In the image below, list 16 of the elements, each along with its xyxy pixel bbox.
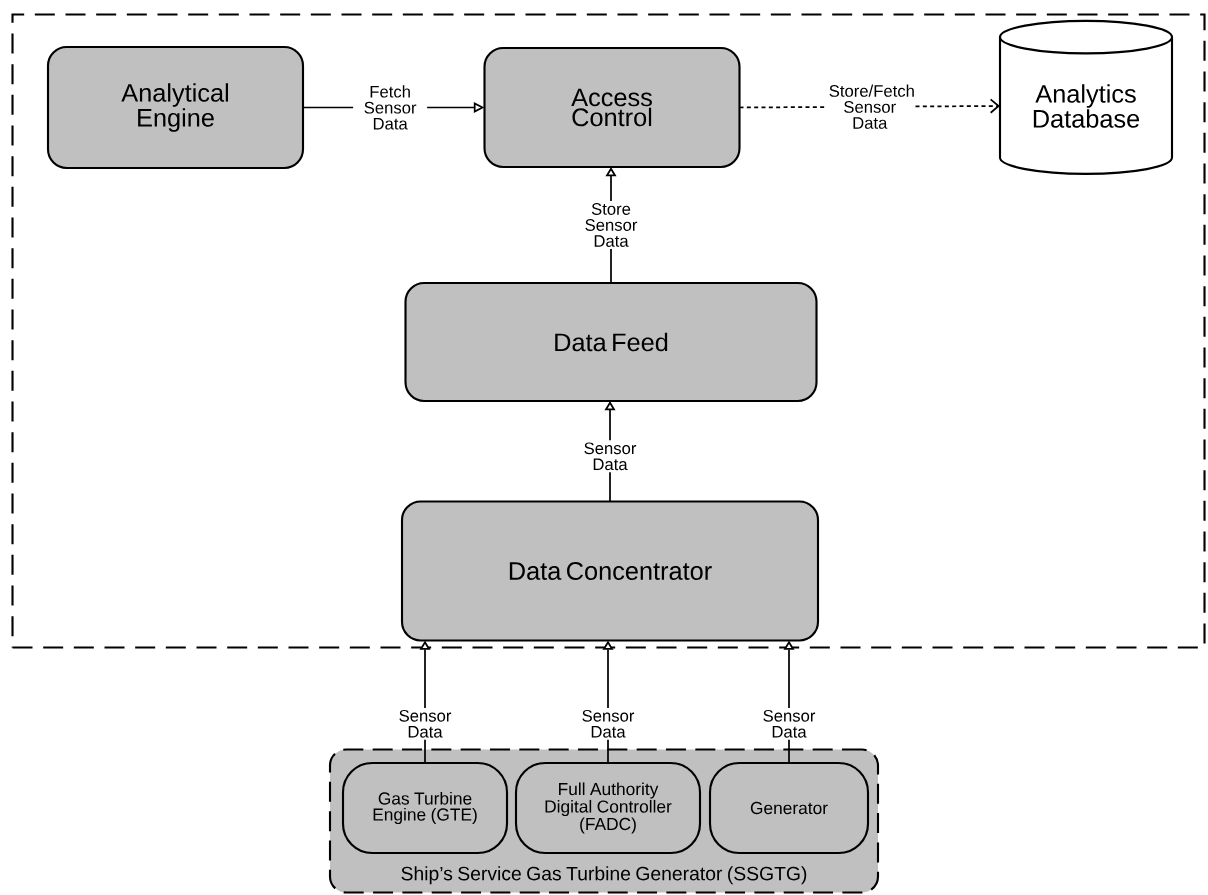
edge-label: Sensor Data xyxy=(573,440,647,473)
edge-label: Sensor Data xyxy=(388,707,462,740)
process-box: Access Control xyxy=(483,46,741,169)
process-box: Data Feed xyxy=(404,281,818,403)
process-box: Data Concentrator xyxy=(400,500,820,642)
edge-label: Store/Fetch Sensor Data xyxy=(826,82,914,131)
process-box: Analytical Engine xyxy=(46,45,305,170)
database-cylinder: Analytics Database xyxy=(998,19,1174,175)
edge-label: Sensor Data xyxy=(571,707,645,740)
edge-label: Store Sensor Data xyxy=(574,201,648,249)
dashed-boundary xyxy=(11,13,1206,649)
edge-label: Fetch Sensor Data xyxy=(353,83,428,132)
edge-label: Sensor Data xyxy=(752,707,826,740)
component-box: Full Authority Digital Controller (FADC) xyxy=(514,761,702,855)
component-box: Generator xyxy=(708,761,870,855)
component-box: Gas Turbine Engine (GTE) xyxy=(341,761,509,855)
